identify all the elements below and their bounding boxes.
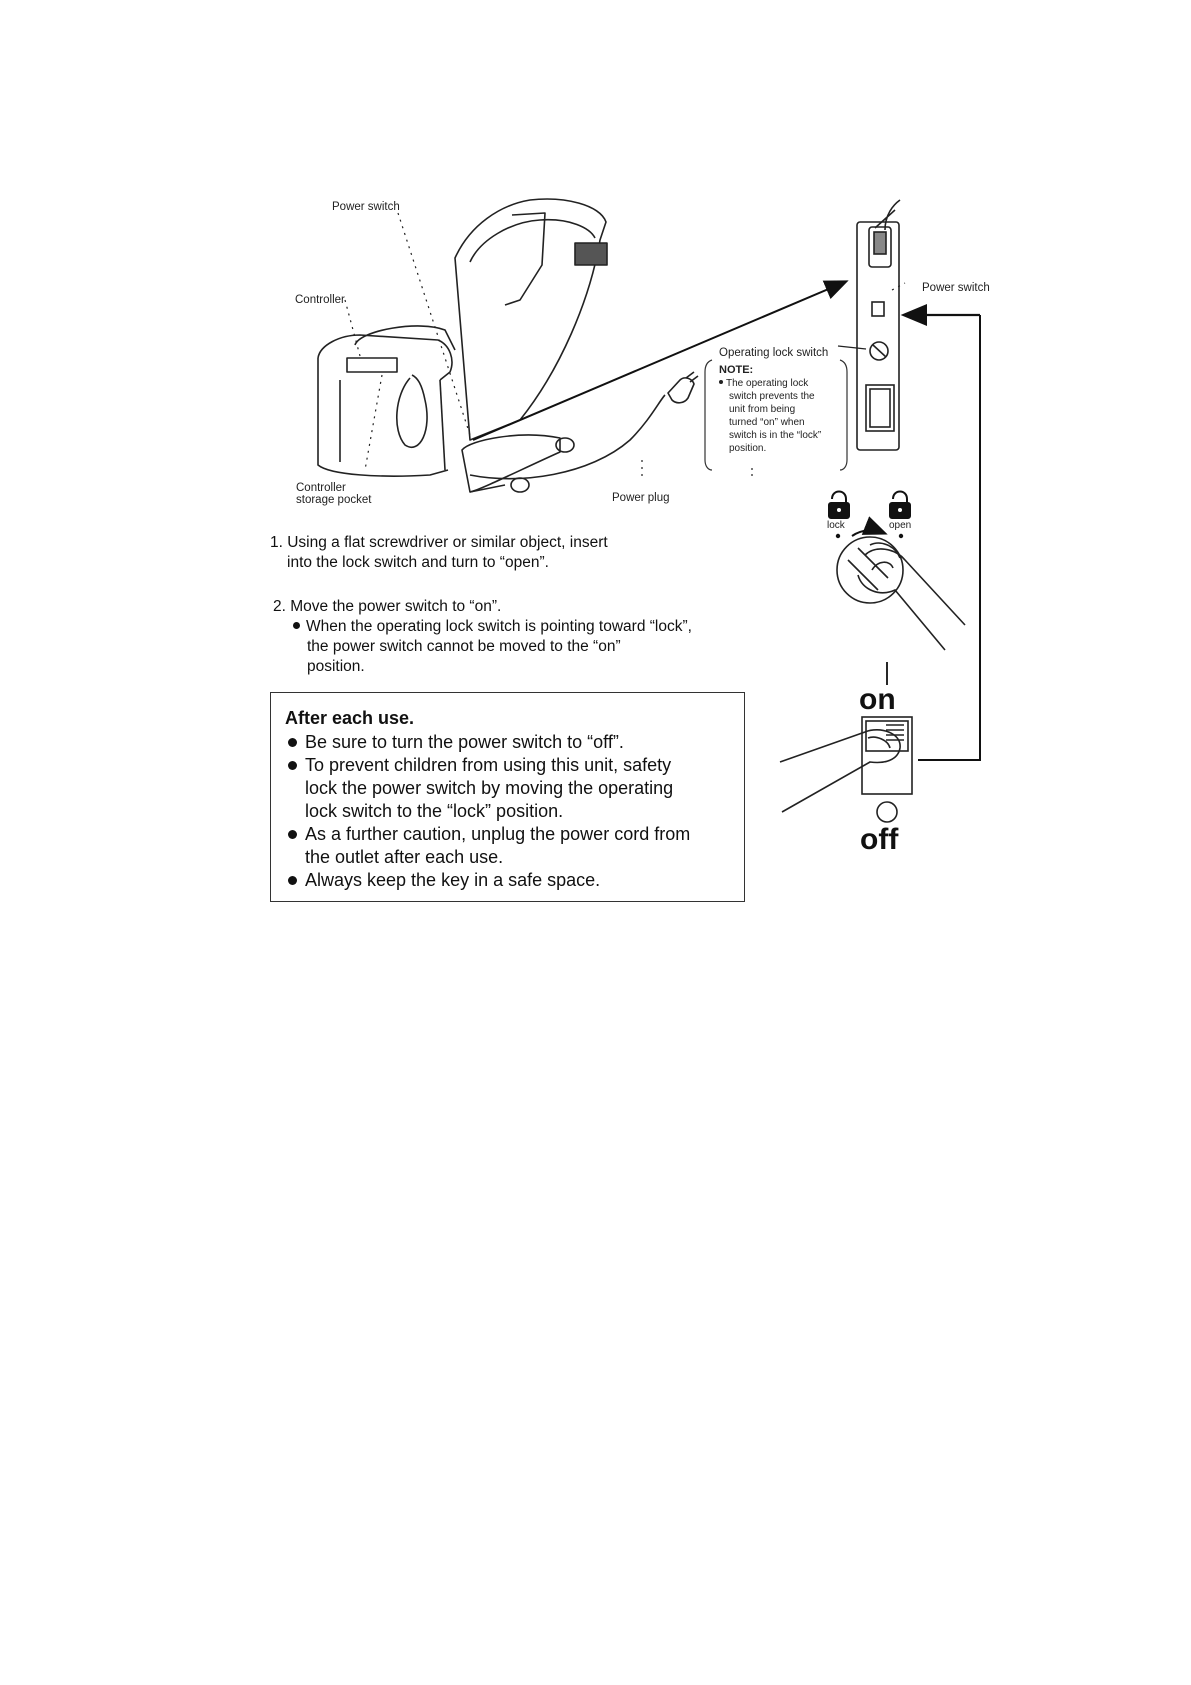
lock-dial-icon: [836, 536, 904, 604]
step-2-bullet-line-3: position.: [307, 658, 365, 675]
remote-power-switch-label: Power switch: [922, 282, 990, 294]
caution-title: After each use.: [285, 708, 415, 728]
step-2-line-1: 2. Move the power switch to “on”.: [273, 598, 502, 615]
controller-pocket-label-line1: Controller: [296, 482, 346, 494]
open-label: open: [889, 520, 912, 531]
after-each-use-box: After each use. Be sure to turn the powe…: [270, 692, 745, 902]
caution-bullet: To prevent children from using this unit…: [285, 754, 730, 777]
caution-bullet: As a further caution, unplug the power c…: [285, 823, 730, 846]
caution-line: lock the power switch by moving the oper…: [305, 778, 674, 798]
note-line: position.: [729, 443, 767, 454]
finger-icon: [779, 729, 901, 813]
lock-label: lock: [827, 520, 845, 531]
operating-lock-switch-label: Operating lock switch: [719, 347, 829, 359]
controller-pocket-label-line2: storage pocket: [296, 494, 372, 506]
caution-line: the outlet after each use.: [305, 847, 504, 867]
step-1-line-1: 1. Using a flat screwdriver or similar o…: [270, 534, 608, 551]
note-line: turned “on” when: [729, 417, 805, 428]
caution-bullet: Be sure to turn the power switch to “off…: [285, 731, 730, 754]
step-1-line-2: into the lock switch and turn to “open”.: [287, 554, 549, 571]
remote-controller-icon: [856, 199, 901, 451]
note-title: NOTE:: [719, 364, 754, 376]
step-2-bullet-line-2: the power switch cannot be moved to the …: [307, 638, 621, 655]
note-line: switch prevents the: [729, 391, 815, 402]
padlock-closed-icon: [828, 490, 850, 519]
note-line: The operating lock: [719, 377, 844, 390]
note-line: switch is in the “lock”: [729, 430, 822, 441]
controller-label: Controller: [295, 294, 345, 306]
on-label: on: [859, 683, 896, 716]
caution-line: lock switch to the “lock” position.: [305, 801, 564, 821]
off-label: off: [860, 823, 899, 856]
massage-chair-illustration: [317, 198, 699, 493]
step-1: 1. Using a flat screwdriver or similar o…: [270, 533, 608, 573]
power-switch-label: Power switch: [332, 201, 400, 213]
finger-icon: [857, 548, 966, 651]
note-box: NOTE: The operating lock switch prevents…: [719, 364, 844, 455]
note-line: unit from being: [729, 404, 796, 415]
padlock-open-icon: [889, 490, 911, 519]
step-2: 2. Move the power switch to “on”. When t…: [273, 597, 692, 677]
caution-bullet: Always keep the key in a safe space.: [285, 869, 730, 892]
rocker-switch-icon: [861, 716, 913, 823]
step-2-bullet: When the operating lock switch is pointi…: [273, 617, 692, 637]
power-plug-label: Power plug: [612, 492, 670, 504]
